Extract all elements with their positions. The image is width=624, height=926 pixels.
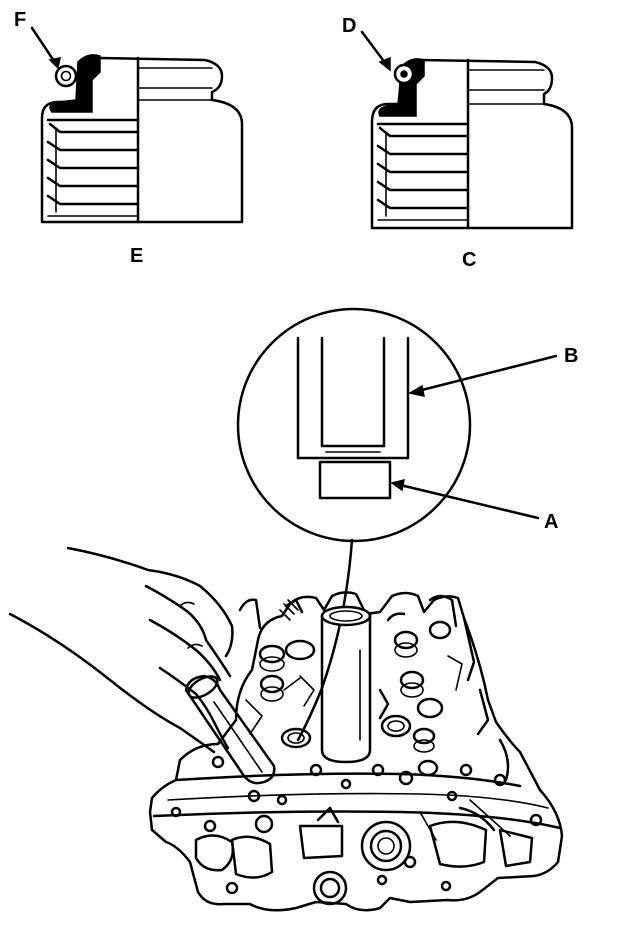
cylinder-head <box>148 591 564 912</box>
hand-with-tool <box>8 546 276 785</box>
label-d: D <box>342 15 356 37</box>
label-b: B <box>564 345 578 367</box>
valve-seal-c <box>360 30 574 230</box>
valve-seal-e <box>30 26 244 224</box>
label-a: A <box>544 511 558 533</box>
label-e: E <box>130 245 143 267</box>
label-c: C <box>462 249 476 271</box>
label-f: F <box>14 9 26 31</box>
valve-springs <box>258 620 452 777</box>
detail-magnifier <box>236 307 558 742</box>
